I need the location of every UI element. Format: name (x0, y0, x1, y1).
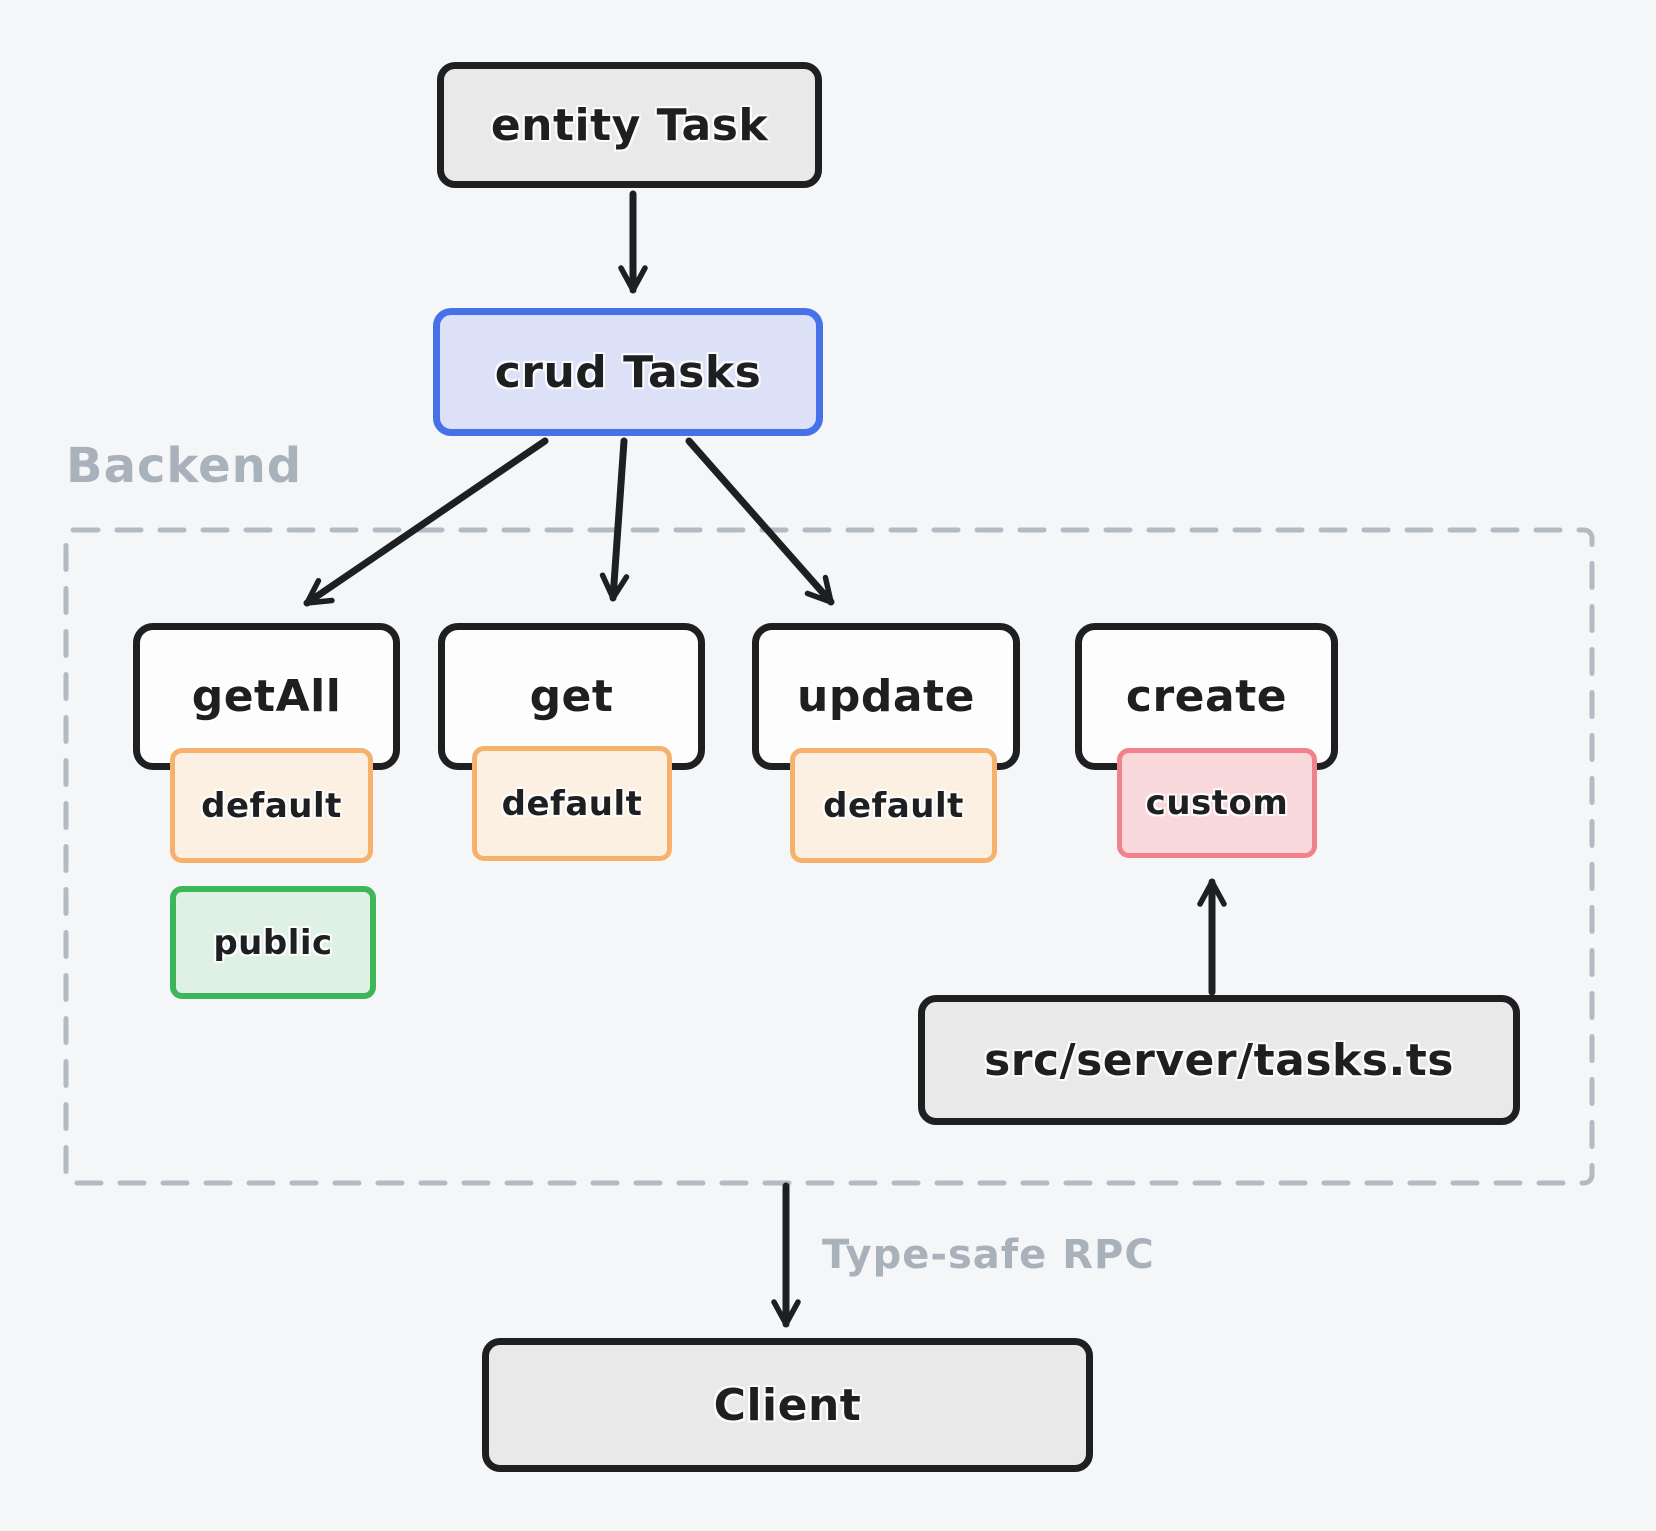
node-crud-tasks: crud Tasks (433, 308, 823, 436)
backend-group-border (63, 527, 1595, 1186)
node-create: create (1075, 623, 1338, 770)
badge-getall-default: default (170, 748, 373, 863)
node-entity-task: entity Task (437, 62, 822, 188)
badge-update-default: default (790, 748, 997, 863)
arrow-crud-to-getall (303, 437, 549, 607)
backend-group-label: Backend (66, 438, 303, 494)
badge-get-default: default (472, 746, 672, 861)
node-getall: getAll (133, 623, 400, 770)
rpc-arrow-label: Type-safe RPC (822, 1232, 1155, 1278)
arrow-crud-to-update (685, 437, 835, 606)
badge-getall-public: public (170, 886, 376, 999)
node-server-file: src/server/tasks.ts (918, 995, 1520, 1125)
node-client: Client (482, 1338, 1093, 1472)
node-update: update (752, 623, 1020, 770)
arrow-crud-to-get (599, 437, 630, 602)
badge-create-custom: custom (1117, 748, 1317, 858)
